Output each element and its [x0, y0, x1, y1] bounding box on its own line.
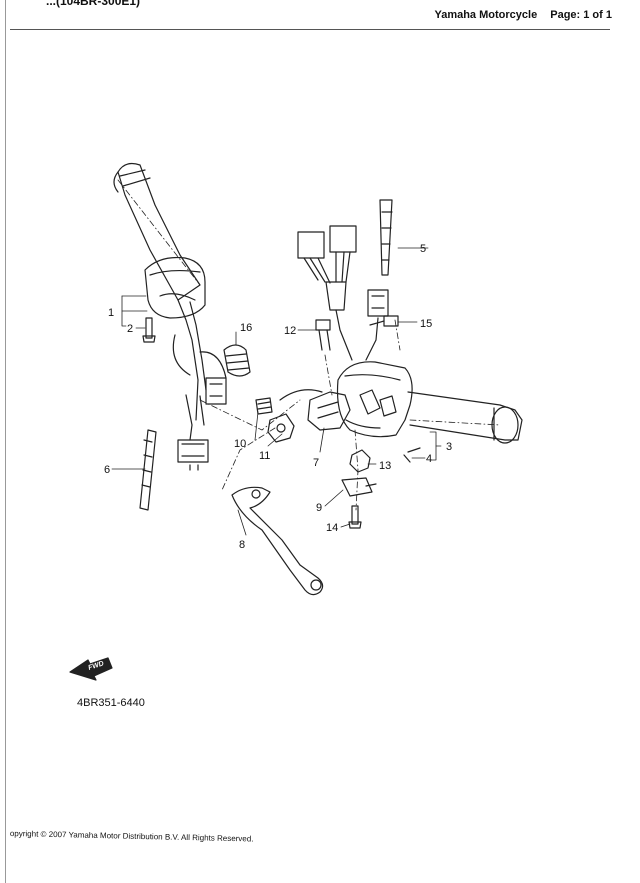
- callout-12: 12: [284, 325, 296, 337]
- leader-lines: [111, 247, 442, 536]
- brand-name: Yamaha Motorcycle: [434, 9, 538, 21]
- callout-13: 13: [379, 460, 391, 472]
- callout-labels: 1 2 3 4 5 6 7 8 9 10 11 12 13 14 15 16: [104, 243, 452, 551]
- header-rule: [10, 29, 610, 30]
- cable-tie-5: [379, 199, 393, 276]
- left-switch-housing: [144, 256, 207, 421]
- diagram-part-code: 4BR351-6440: [77, 697, 145, 709]
- page-indicator: Page: 1 of 1: [550, 9, 612, 21]
- callout-5: 5: [420, 243, 426, 255]
- callout-14: 14: [326, 522, 338, 534]
- callout-9: 9: [316, 502, 322, 514]
- callout-3: 3: [446, 441, 452, 453]
- callout-1: 1: [108, 307, 114, 319]
- fwd-arrow-icon: FWD: [69, 657, 113, 681]
- callout-10: 10: [234, 438, 246, 450]
- small-hardware: [142, 315, 421, 529]
- document-code: ...(104BR-300E1): [46, 0, 141, 8]
- right-wiring-connectors: [297, 225, 389, 361]
- lever-bracket: [279, 389, 351, 431]
- right-handlebar: [407, 391, 523, 444]
- header-right: Yamaha Motorcycle Page: 1 of 1: [424, 9, 612, 21]
- left-handlebar: [113, 162, 201, 301]
- callout-8: 8: [239, 539, 245, 551]
- page-left-border: [5, 0, 6, 883]
- fwd-label: FWD: [87, 660, 104, 672]
- callout-2: 2: [127, 323, 133, 335]
- right-switch-housing: [336, 361, 413, 438]
- centre-lines: [117, 179, 501, 511]
- callout-7: 7: [313, 457, 319, 469]
- callout-6: 6: [104, 464, 110, 476]
- callout-11: 11: [259, 450, 270, 462]
- callout-4: 4: [426, 453, 432, 465]
- cable-tie-6: [139, 429, 157, 511]
- callout-15: 15: [420, 318, 432, 330]
- callout-16: 16: [240, 322, 252, 334]
- left-wiring-connector: [177, 351, 227, 471]
- clutch-lever-8: [231, 486, 324, 596]
